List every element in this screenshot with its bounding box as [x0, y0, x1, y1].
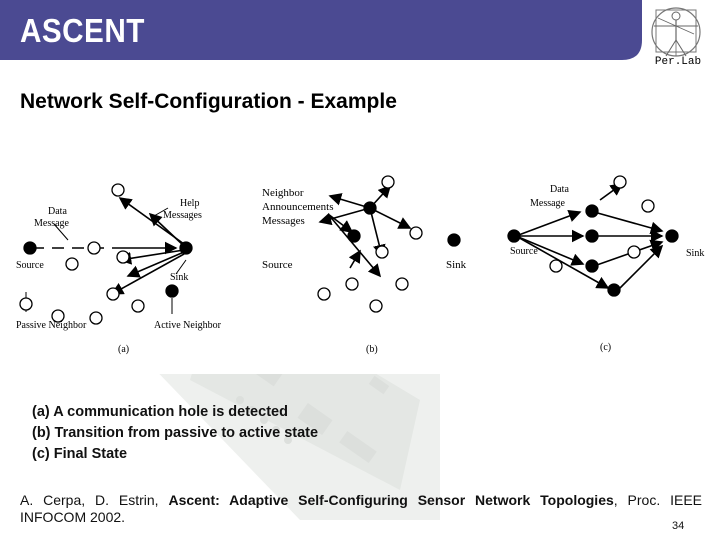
active-node	[585, 229, 599, 243]
passive-node	[409, 226, 423, 240]
passive-node	[549, 259, 563, 273]
label-data-message: Message	[530, 198, 566, 209]
sink-node	[447, 233, 461, 247]
citation-authors: A. Cerpa, D. Estrin,	[20, 492, 169, 508]
passive-node	[89, 311, 103, 325]
passive-node	[395, 277, 409, 291]
label-source: Source	[262, 259, 293, 271]
active-node	[585, 204, 599, 218]
label-announcements: Announcements	[262, 201, 333, 213]
passive-node	[627, 245, 641, 259]
passive-node	[19, 297, 33, 311]
label-source: Source	[16, 260, 44, 271]
header-band	[0, 0, 720, 68]
passive-node	[131, 299, 145, 313]
active-node	[585, 259, 599, 273]
caption-list: (a) A communication hole is detected (b)…	[32, 402, 318, 465]
active-node	[363, 201, 377, 215]
label-sink: Sink	[686, 248, 704, 259]
label-announcements: Messages	[262, 215, 305, 227]
source-node	[507, 229, 521, 243]
passive-node	[65, 257, 79, 271]
reference-citation: A. Cerpa, D. Estrin, Ascent: Adaptive Se…	[20, 492, 702, 526]
sink-node	[665, 229, 679, 243]
label-active-neighbor: Active Neighbor	[154, 320, 222, 331]
passive-node	[111, 183, 125, 197]
panel-b-label: (b)	[366, 344, 378, 355]
panel-c-label: (c)	[600, 342, 611, 353]
label-sink: Sink	[170, 272, 188, 283]
page-number: 34	[672, 520, 685, 532]
slide-header-title: ASCENT	[20, 12, 145, 49]
panel-b: Neighbor Announcements Messages Source S…	[262, 175, 467, 355]
passive-node	[641, 199, 655, 213]
passive-node	[51, 309, 65, 323]
active-node	[607, 283, 621, 297]
panel-c: Data Message Source Sink (c)	[507, 175, 704, 353]
active-neighbor-node	[165, 284, 179, 298]
passive-node	[87, 241, 101, 255]
label-sink: Sink	[446, 259, 467, 271]
citation-venue: , Proc. IEEE INFOCOM 2002.	[20, 492, 703, 525]
sink-node	[179, 241, 193, 255]
label-help-messages: Messages	[163, 210, 202, 221]
passive-node	[317, 287, 331, 301]
caption-a: (a) A communication hole is detected	[32, 404, 288, 420]
caption-c: (c) Final State	[32, 446, 128, 462]
passive-node	[375, 245, 389, 259]
label-data-message: Message	[34, 218, 70, 229]
slide-subtitle: Network Self-Configuration - Example	[20, 90, 397, 113]
label-source: Source	[510, 246, 538, 257]
panel-a: Data Message Help Messages Source Sink P…	[16, 183, 222, 355]
caption-b: (b) Transition from passive to active st…	[32, 425, 319, 441]
logo-caption: Per.Lab	[654, 56, 702, 68]
label-help-messages: Help	[180, 198, 199, 209]
passive-node	[345, 277, 359, 291]
label-passive-neighbor: Passive Neighbor	[16, 320, 87, 331]
label-data-message: Data	[48, 206, 67, 217]
passive-node	[369, 299, 383, 313]
passive-node	[116, 250, 130, 264]
passive-node	[106, 287, 120, 301]
header-shape	[0, 0, 642, 60]
passive-node	[613, 175, 627, 189]
panel-a-label: (a)	[118, 344, 129, 355]
active-node	[347, 229, 361, 243]
vitruvian-logo-icon	[651, 7, 701, 57]
source-node	[23, 241, 37, 255]
network-self-configuration-diagram: Data Message Help Messages Source Sink P…	[8, 156, 714, 374]
label-data-message: Data	[550, 184, 569, 195]
passive-node	[381, 175, 395, 189]
label-announcements: Neighbor	[262, 187, 304, 199]
citation-title: Ascent: Adaptive Self-Configuring Sensor…	[168, 492, 614, 508]
